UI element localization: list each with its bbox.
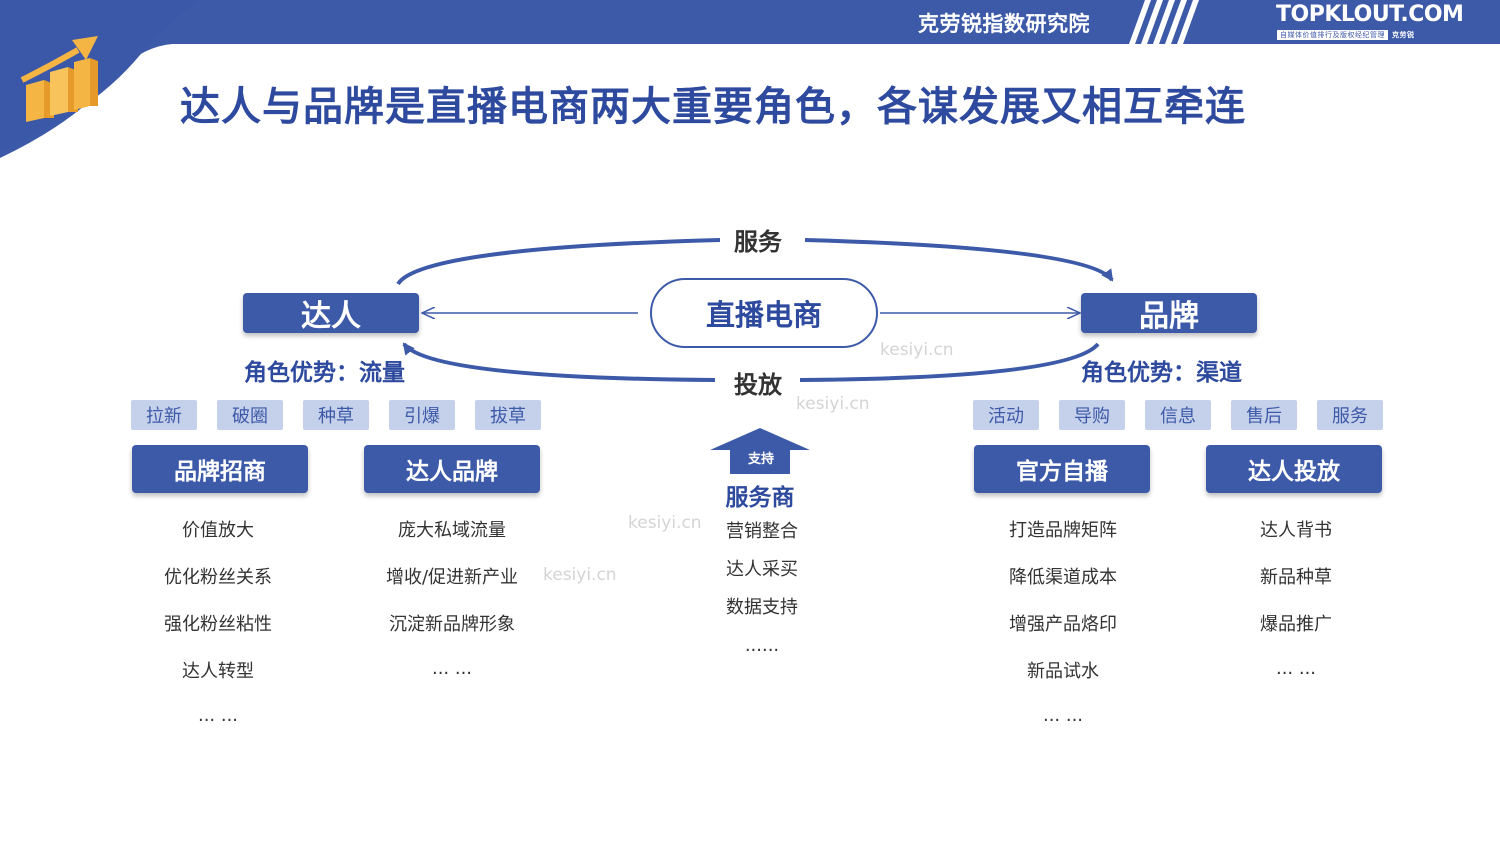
list-item: 增强产品烙印 <box>1009 614 1117 635</box>
list-item: ... ... <box>1042 705 1084 726</box>
list-item: 爆品推广 <box>1260 614 1332 635</box>
list-item: 达人转型 <box>182 661 254 682</box>
column-title-official-livestream: 官方自播 <box>974 445 1150 493</box>
center-node-live-ecommerce: 直播电商 <box>650 278 878 348</box>
support-arrow <box>710 428 810 474</box>
influencer-tag: 拉新 <box>131 400 197 430</box>
list-item: 沉淀新品牌形象 <box>389 614 515 635</box>
list-influencer-placement: 达人背书 新品种草 爆品推广 ... ... <box>1196 516 1396 704</box>
column-title-influencer-placement: 达人投放 <box>1206 445 1382 493</box>
list-item: 优化粉丝关系 <box>164 567 272 588</box>
influencer-tag: 种草 <box>303 400 369 430</box>
brand-cn: 克劳锐 <box>1392 31 1415 39</box>
influencer-tag: 破圈 <box>217 400 283 430</box>
list-brand-recruitment: 价值放大 优化粉丝关系 强化粉丝粘性 达人转型 ... ... <box>118 516 318 734</box>
brand-advantage: 角色优势：渠道 <box>1081 360 1242 386</box>
brand-tag: 活动 <box>973 400 1039 430</box>
service-provider-title: 服务商 <box>725 485 795 511</box>
role-box-brand: 品牌 <box>1081 293 1257 334</box>
watermark: kesiyi.cn <box>880 340 954 360</box>
role-box-influencer: 达人 <box>243 293 419 334</box>
support-label: 支持 <box>747 452 774 467</box>
list-influencer-brand: 庞大私域流量 增收/促进新产业 沉淀新品牌形象 ... ... <box>352 516 552 704</box>
list-official-livestream: 打造品牌矩阵 降低渠道成本 增强产品烙印 新品试水 ... ... <box>963 516 1163 734</box>
list-item: 降低渠道成本 <box>1009 567 1117 588</box>
list-item: 打造品牌矩阵 <box>1009 520 1117 541</box>
brand-tag: 导购 <box>1059 400 1125 430</box>
influencer-tag: 引爆 <box>389 400 455 430</box>
brand-tagline: 自媒体价值排行及版权经纪管理 <box>1277 30 1388 40</box>
watermark: kesiyi.cn <box>543 565 617 585</box>
list-item: 庞大私域流量 <box>398 520 506 541</box>
brand-subline: 自媒体价值排行及版权经纪管理克劳锐 <box>1277 30 1415 40</box>
list-item: 新品种草 <box>1260 567 1332 588</box>
list-item: 新品试水 <box>1027 661 1099 682</box>
list-service-provider: 营销整合 达人采买 数据支持 ...... <box>712 518 812 670</box>
brand-tag: 售后 <box>1231 400 1297 430</box>
watermark: kesiyi.cn <box>796 394 870 414</box>
brand-tag: 服务 <box>1317 400 1383 430</box>
column-title-influencer-brand: 达人品牌 <box>364 445 540 493</box>
list-item: 达人采买 <box>726 559 798 580</box>
influencer-tag: 拔草 <box>475 400 541 430</box>
list-item: 价值放大 <box>182 520 254 541</box>
column-title-brand-recruitment: 品牌招商 <box>132 445 308 493</box>
list-item: ...... <box>744 635 780 656</box>
influencer-advantage: 角色优势：流量 <box>244 360 405 386</box>
list-item: 营销整合 <box>726 521 798 542</box>
brand-tag: 信息 <box>1145 400 1211 430</box>
list-item: ... ... <box>1275 658 1317 679</box>
watermark: kesiyi.cn <box>628 513 702 533</box>
page-title: 达人与品牌是直播电商两大重要角色，各谋发展又相互牵连 <box>180 84 1246 130</box>
org-name: 克劳锐指数研究院 <box>918 12 1090 36</box>
arc-label-service: 服务 <box>724 222 792 257</box>
list-item: ... ... <box>431 658 473 679</box>
brand-logo-text: TOPKLOUT.COM <box>1276 2 1464 27</box>
arc-label-delivery: 投放 <box>724 365 792 400</box>
header-background <box>0 0 1500 158</box>
list-item: ... ... <box>197 705 239 726</box>
list-item: 增收/促进新产业 <box>385 567 519 588</box>
growth-chart-icon <box>20 36 98 122</box>
list-item: 达人背书 <box>1260 520 1332 541</box>
list-item: 数据支持 <box>726 597 798 618</box>
list-item: 强化粉丝粘性 <box>164 614 272 635</box>
